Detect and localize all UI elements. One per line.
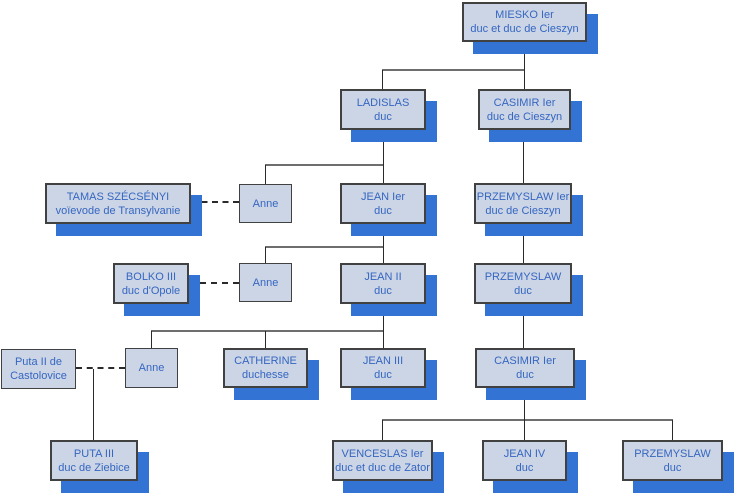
person-title: duc: [374, 284, 392, 297]
person-name: PRZEMYSLAW Ier: [476, 190, 570, 203]
connector-vertical-line: [265, 247, 266, 263]
person-title: duc: [514, 284, 532, 297]
person-node-anne-2[interactable]: Anne: [239, 263, 292, 302]
connector-vertical-line: [383, 224, 384, 263]
person-name: Anne: [252, 276, 279, 289]
person-name: Anne: [252, 197, 279, 210]
person-name: LADISLAS: [356, 96, 410, 109]
person-name: CATHERINE: [234, 355, 297, 367]
person-name: JEAN IV: [503, 447, 546, 460]
connector-vertical-line: [383, 331, 384, 348]
person-name: TAMAS SZÉCSÉNYI: [66, 190, 170, 203]
person-title: duc de Cieszyn: [485, 204, 561, 217]
connector-vertical-line: [382, 70, 383, 89]
person-name: CASIMIR Ier: [494, 355, 556, 367]
connector-vertical-line: [383, 130, 384, 183]
person-title: duc: [515, 461, 534, 474]
connector-horizontal-line: [265, 164, 384, 166]
person-name: VENCESLAS Ier: [341, 447, 424, 460]
connector-vertical-line: [382, 420, 383, 440]
person-node-casimir-1er-duc[interactable]: CASIMIR Ier duc: [475, 348, 575, 388]
connector-horizontal-line: [151, 330, 384, 332]
person-name: PRZEMYSLAW: [484, 270, 562, 283]
marriage-dashed-line: [191, 201, 239, 203]
marriage-dashed-line: [189, 282, 239, 284]
marriage-dashed-line: [76, 367, 125, 369]
person-title: duc: [374, 204, 392, 217]
person-title: duc de Cieszyn: [486, 110, 563, 123]
person-node-puta-2-de-castolovice[interactable]: Puta II de Castolovice: [1, 349, 76, 389]
person-name: BOLKO III: [125, 270, 177, 283]
person-title: duc de Ziebice: [58, 461, 130, 474]
connector-vertical-line: [383, 305, 384, 331]
connector-vertical-line: [265, 165, 266, 184]
person-name: Puta II de: [14, 356, 63, 368]
person-title: duc: [663, 461, 682, 474]
connector-vertical-line: [523, 130, 524, 183]
person-name: JEAN II: [364, 270, 402, 283]
person-title: duchesse: [241, 369, 290, 381]
connector-vertical-line: [524, 42, 525, 70]
connector-vertical-line: [523, 305, 524, 348]
person-node-anne-1[interactable]: Anne: [239, 184, 292, 223]
person-node-catherine[interactable]: CATHERINE duchesse: [223, 348, 308, 388]
person-title: duc d'Opole: [121, 284, 181, 297]
person-node-jean-3[interactable]: JEAN III duc: [340, 348, 426, 388]
person-name: CASIMIR Ier: [493, 96, 556, 109]
person-name: JEAN III: [362, 355, 404, 367]
connector-vertical-line: [151, 331, 152, 348]
person-title: duc: [374, 369, 392, 381]
person-name: PUTA III: [73, 447, 115, 460]
person-name: Anne: [138, 362, 165, 374]
connector-vertical-line: [93, 369, 94, 440]
person-title: voïevode de Transylvanie: [55, 204, 181, 217]
person-title: duc: [374, 110, 392, 123]
connector-vertical-line: [524, 420, 525, 440]
connector-vertical-line: [524, 388, 525, 420]
connector-vertical-line: [524, 70, 525, 89]
connector-horizontal-line: [265, 246, 384, 248]
person-title: duc et duc de Zator: [335, 461, 430, 474]
connector-horizontal-line: [382, 419, 673, 421]
connector-vertical-line: [672, 420, 673, 440]
connector-vertical-line: [265, 331, 266, 348]
person-title: duc: [516, 369, 534, 381]
person-title: duc et duc de Cieszyn: [470, 23, 579, 35]
person-name: MIESKO Ier: [495, 9, 554, 21]
connector-horizontal-line: [382, 69, 525, 71]
connector-vertical-line: [523, 224, 524, 263]
person-name: JEAN Ier: [360, 190, 405, 203]
person-node-anne-3[interactable]: Anne: [125, 348, 178, 388]
person-node-miesko-1er[interactable]: MIESKO Ier duc et duc de Cieszyn: [462, 2, 587, 42]
person-name: PRZEMYSLAW: [634, 447, 711, 460]
person-title: Castolovice: [10, 370, 67, 382]
